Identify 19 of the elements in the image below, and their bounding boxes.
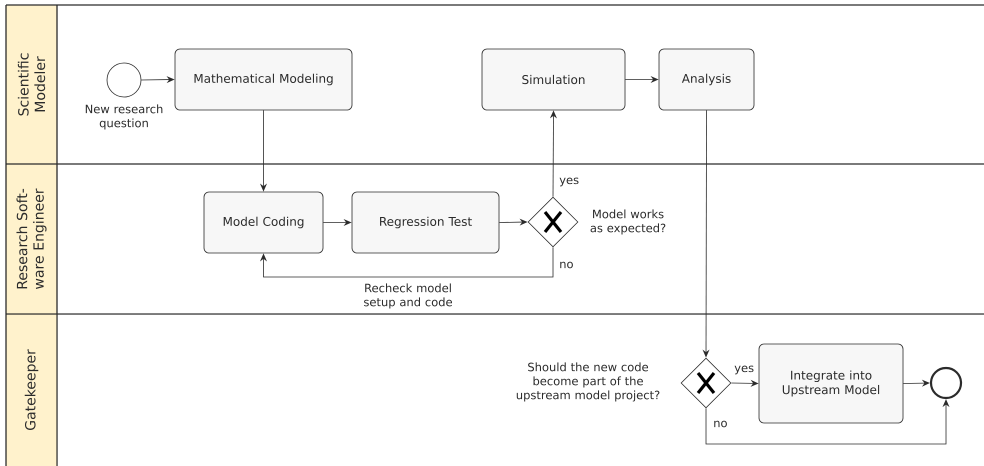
annotation-text: Should the new code become part of the upstream model project? [516, 362, 660, 402]
gateway-diamond [528, 196, 578, 248]
arrow [260, 247, 554, 278]
task-box: Integrate into Upstream Model [758, 344, 904, 424]
event-circle [106, 62, 142, 98]
event-circle [930, 366, 962, 400]
edge-label: no [712, 420, 729, 428]
task-box: Regression Test [352, 192, 500, 254]
task-box: Analysis [658, 48, 754, 110]
gateway-diamond [680, 358, 732, 408]
edge-label: yes [733, 364, 756, 376]
task-box: Model Coding [204, 192, 324, 254]
edge-label: no [558, 260, 575, 270]
task-box: Mathematical Modeling [174, 48, 352, 110]
annotation-text: Model works as expected? [590, 209, 666, 235]
task-box: Simulation [482, 48, 626, 110]
annotation-text: New research question [86, 104, 162, 130]
note-text: Recheck model setup and code [364, 283, 452, 309]
edge-label: yes [558, 176, 580, 188]
